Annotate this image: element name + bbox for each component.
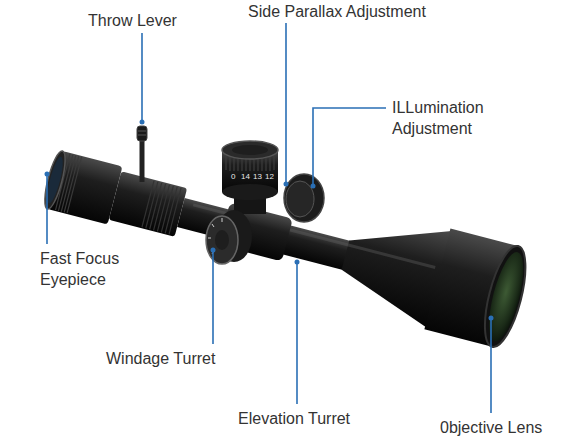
part-label: 0bjective Lens — [440, 417, 542, 438]
part-label: Windage Turret — [106, 348, 215, 369]
scale-number: 12 — [265, 172, 274, 182]
scale-number: 0 — [231, 172, 235, 182]
part-label: ILLumination Adjustment — [392, 97, 502, 139]
part-label: Throw Lever — [88, 10, 177, 31]
part-label: Side Parallax Adjustment — [248, 1, 426, 22]
part-label: Fast Focus Eyepiece — [40, 248, 130, 290]
part-label: Elevation Turret — [238, 408, 350, 429]
scale-number: 13 — [253, 172, 262, 182]
scale-number: 14 — [241, 172, 250, 182]
scope-body — [35, 128, 533, 351]
